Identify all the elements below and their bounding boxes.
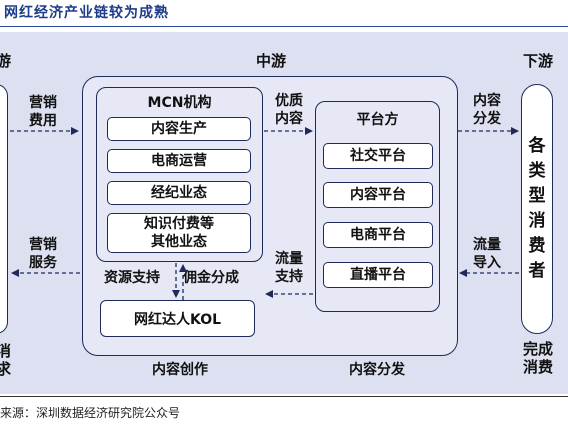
content-distribution-label: 内容分发 xyxy=(349,362,405,378)
platform-item-content: 内容平台 xyxy=(323,182,433,208)
traffic-import-label: 流量 导入 xyxy=(467,236,507,272)
upstream-bottom-line-1: 消 xyxy=(0,342,12,360)
consumer-char: 类 xyxy=(528,161,546,181)
downstream-header: 下游 xyxy=(522,52,553,70)
commission-label: 佣金分成 xyxy=(183,270,239,286)
quality-content-line-1: 优质 xyxy=(275,93,303,109)
consumer-text: 各 类 型 消 费 者 xyxy=(527,134,547,284)
platform-item-ecommerce: 电商平台 xyxy=(323,222,433,248)
resource-support-label: 资源支持 xyxy=(104,270,160,286)
mcn-title: MCN机构 xyxy=(147,95,212,111)
consumer-char: 消 xyxy=(528,211,546,231)
traffic-support-line-1: 流量 xyxy=(275,251,303,267)
mcn-item-knowledge-payment: 知识付费等 其他业态 xyxy=(107,213,251,253)
upstream-bottom-line-2: 求 xyxy=(0,360,12,378)
kol-box: 网红达人KOL xyxy=(100,300,255,337)
complete-consumption-line-2: 消费 xyxy=(522,358,553,376)
marketing-fee-label: 营销 费用 xyxy=(23,94,63,130)
page-title: 网红经济产业链较为成熟 xyxy=(4,5,169,21)
mcn-item-brokerage: 经纪业态 xyxy=(107,181,251,205)
midstream-header: 中游 xyxy=(255,52,286,70)
quality-content-label: 优质 内容 xyxy=(269,92,309,128)
content-creation-label: 内容创作 xyxy=(152,362,208,378)
content-distribution-flow-line-1: 内容 xyxy=(473,93,501,109)
marketing-service-line-2: 服务 xyxy=(29,255,57,271)
traffic-import-line-2: 导入 xyxy=(473,255,501,271)
traffic-support-line-2: 支持 xyxy=(275,269,303,285)
consumer-char: 各 xyxy=(528,136,546,156)
mcn-item-ecommerce-operation: 电商运营 xyxy=(107,149,251,173)
marketing-service-label: 营销 服务 xyxy=(23,236,63,272)
platform-item-live: 直播平台 xyxy=(323,262,433,288)
consumer-bar: 各 类 型 消 费 者 xyxy=(521,84,553,334)
traffic-import-line-1: 流量 xyxy=(473,237,501,253)
content-distribution-flow-label: 内容 分发 xyxy=(467,92,507,128)
complete-consumption-line-1: 完成 xyxy=(522,340,553,358)
content-distribution-flow-line-2: 分发 xyxy=(473,111,501,127)
complete-consumption-label: 完成 消费 xyxy=(514,340,562,376)
consumer-char: 者 xyxy=(528,261,546,281)
source-note: 来源：深圳数据经济研究院公众号 xyxy=(0,406,181,420)
marketing-service-line-1: 营销 xyxy=(29,237,57,253)
upstream-bottom-label: 消 求 xyxy=(0,342,11,378)
upstream-header: 游 xyxy=(0,52,12,70)
marketing-fee-line-2: 费用 xyxy=(29,113,57,129)
quality-content-line-2: 内容 xyxy=(275,111,303,127)
mcn-item-knowledge-line-2: 其他业态 xyxy=(151,234,207,250)
bottom-rule xyxy=(0,396,568,397)
mcn-item-knowledge-line-1: 知识付费等 xyxy=(144,216,214,232)
consumer-char: 型 xyxy=(528,186,546,206)
mcn-item-content-production: 内容生产 xyxy=(107,117,251,141)
marketing-fee-line-1: 营销 xyxy=(29,95,57,111)
title-rule xyxy=(0,26,568,27)
consumer-char: 费 xyxy=(528,236,546,256)
traffic-support-label: 流量 支持 xyxy=(269,250,309,286)
platform-title: 平台方 xyxy=(356,112,399,128)
platform-item-social: 社交平台 xyxy=(323,143,433,169)
